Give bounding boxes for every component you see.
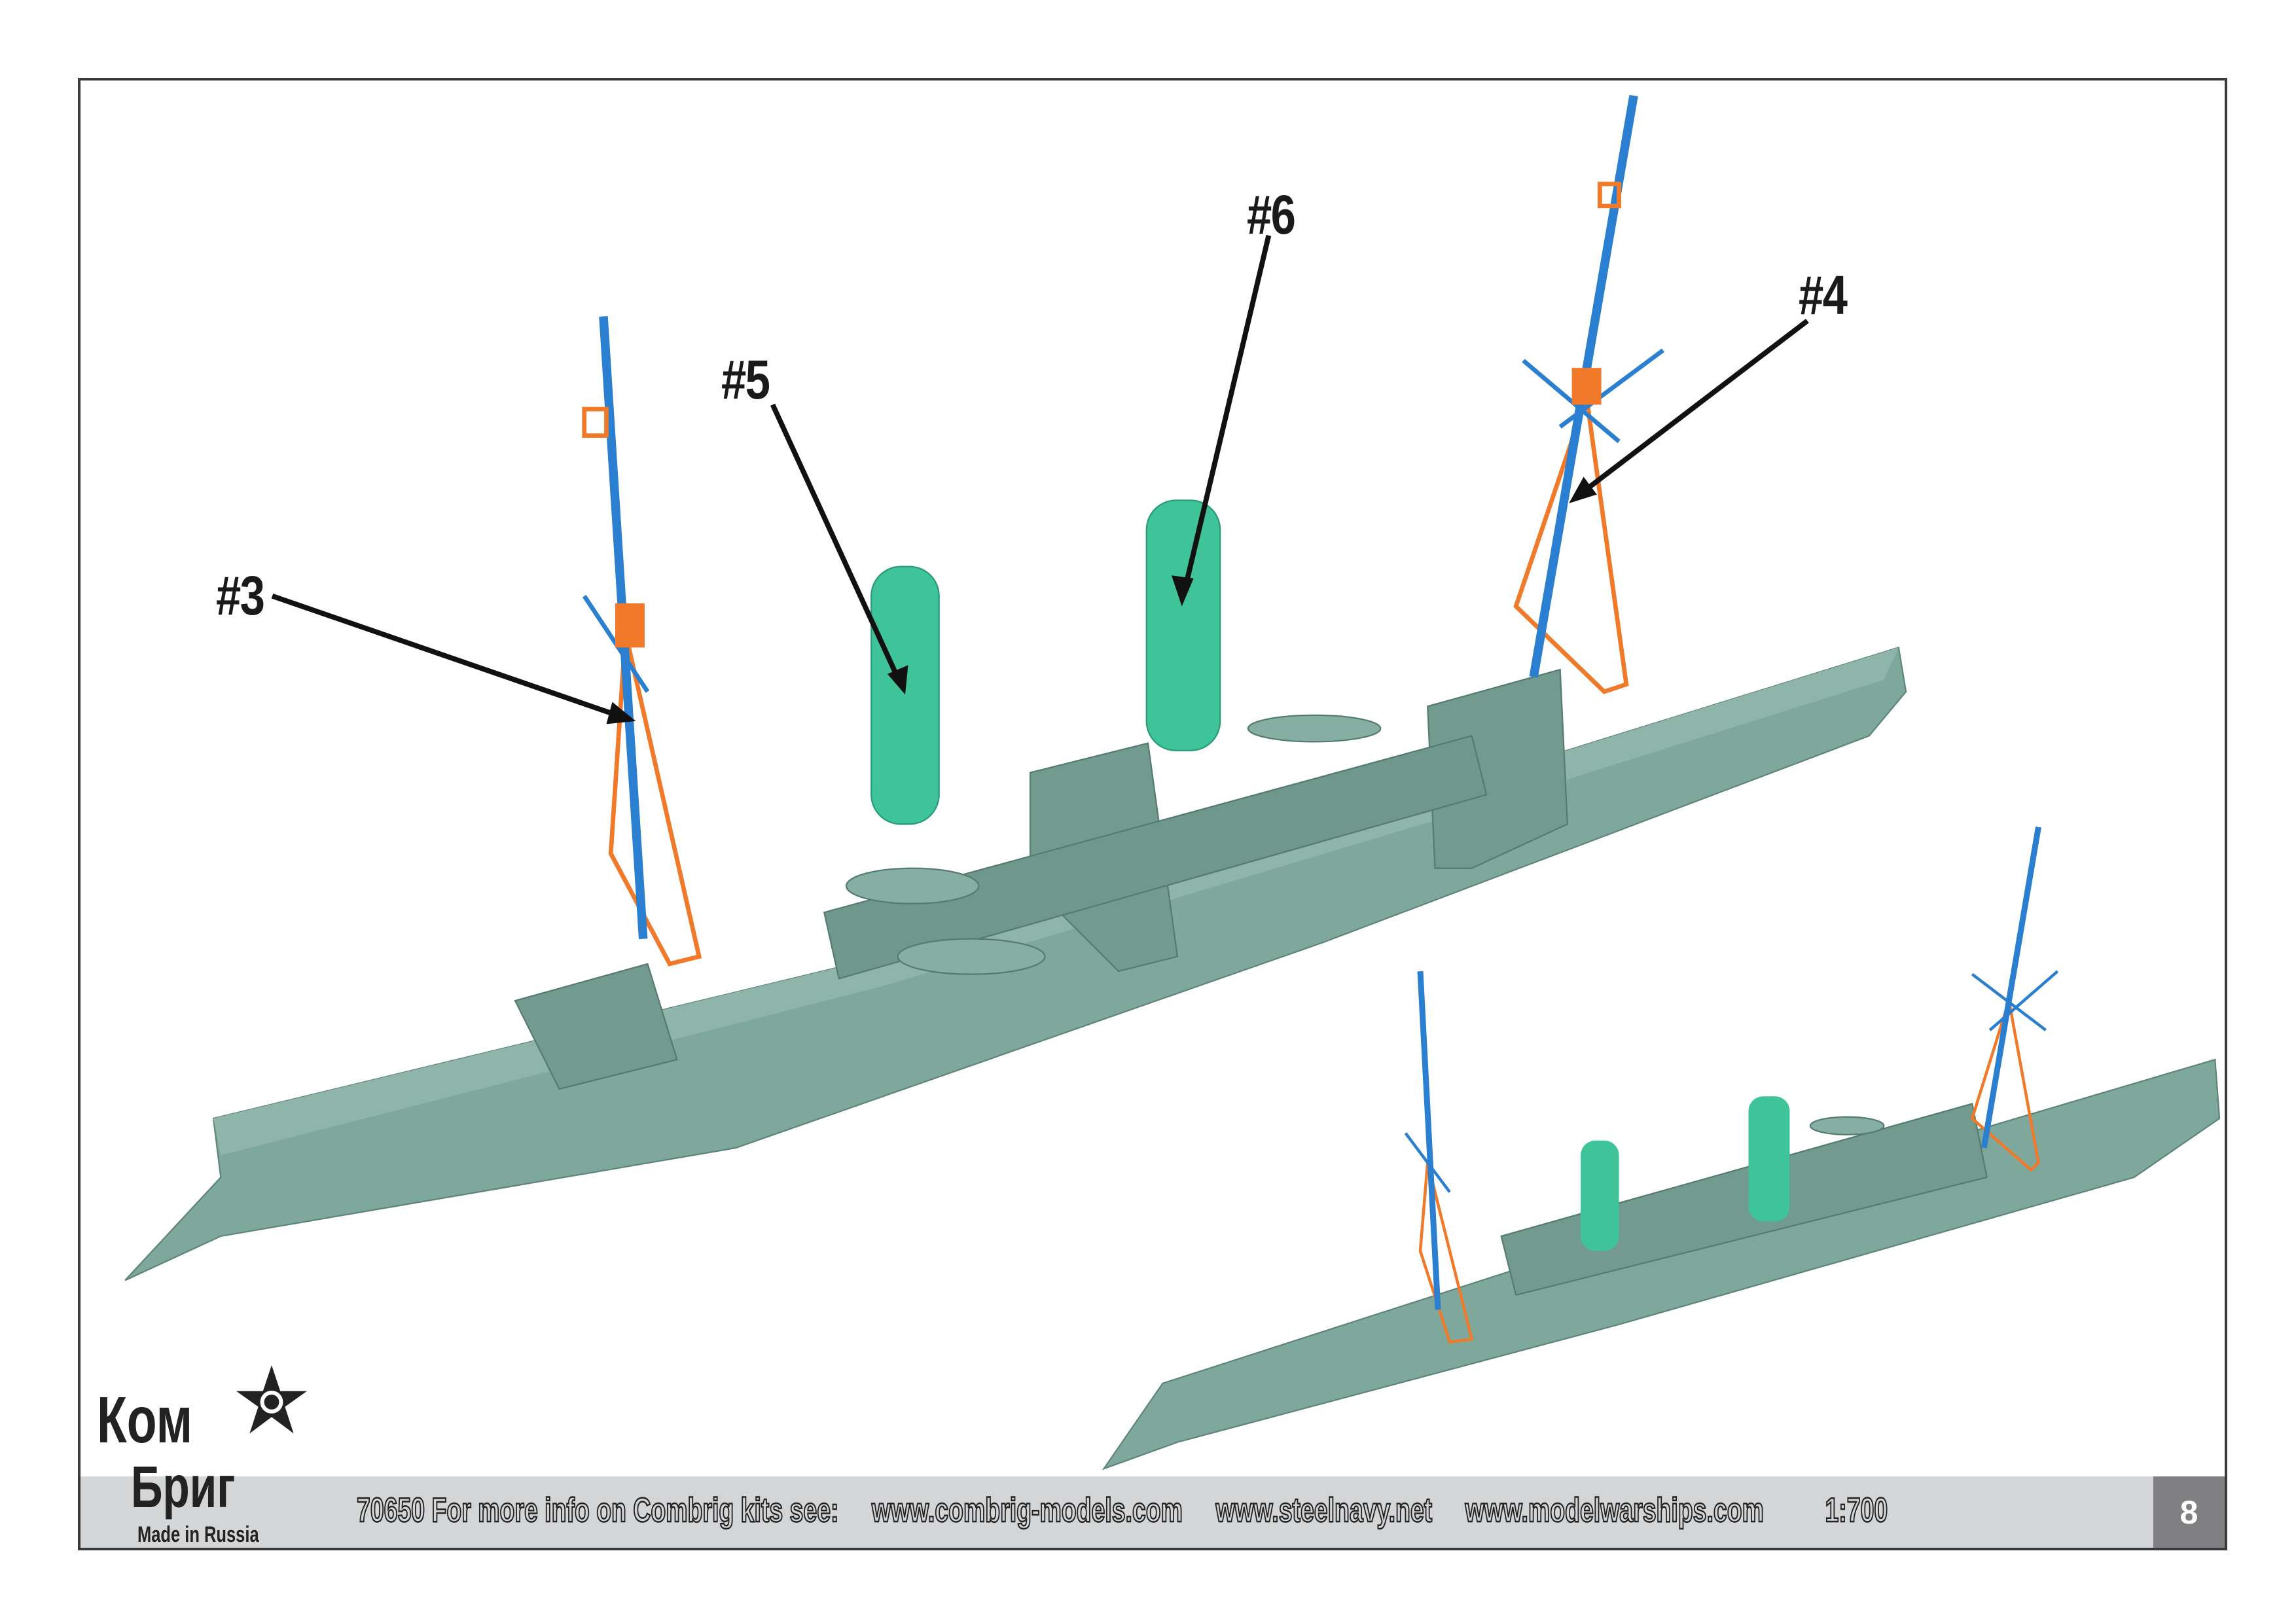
logo-brig: Бриг bbox=[131, 1455, 236, 1520]
ladder-3 bbox=[608, 632, 702, 967]
small-funnel-2 bbox=[1748, 1096, 1790, 1222]
yard-4b bbox=[1558, 348, 1665, 429]
arrowhead-4 bbox=[1569, 476, 1597, 504]
callout-part-5: #5 bbox=[721, 349, 770, 410]
callout-arrows bbox=[271, 234, 1809, 724]
logo-tagline: Made in Russia bbox=[137, 1522, 259, 1547]
page-frame bbox=[78, 78, 2227, 1550]
arrowhead-5 bbox=[887, 665, 908, 695]
small-boat bbox=[1809, 1116, 1885, 1135]
main-ship-view bbox=[124, 95, 1907, 1281]
arrowhead-6 bbox=[1171, 575, 1194, 607]
top-4 bbox=[1571, 368, 1602, 405]
small-yard-2b bbox=[1988, 970, 2059, 1031]
small-ladder-1 bbox=[1418, 1162, 1474, 1344]
funnel-5 bbox=[870, 565, 940, 825]
small-yard-1 bbox=[1404, 1132, 1451, 1193]
small-mast-1 bbox=[1417, 971, 1441, 1310]
kit-info-text: 70650 For more info on Combrig kits see: bbox=[356, 1491, 839, 1530]
callout-part-4: #4 bbox=[1799, 264, 1848, 326]
logo-kom: Ком bbox=[97, 1383, 193, 1457]
ladder-4 bbox=[1513, 397, 1629, 694]
small-hull bbox=[1102, 1058, 2221, 1471]
link-modelwarships[interactable]: www.modelwarships.com bbox=[1465, 1491, 1765, 1530]
small-mast-2 bbox=[1981, 827, 2041, 1149]
footer-text-row: 70650 For more info on Combrig kits see:… bbox=[356, 1491, 2138, 1530]
footer-band bbox=[81, 1476, 2153, 1548]
funnel-6 bbox=[1145, 499, 1221, 751]
small-ladder-2 bbox=[1970, 1000, 2040, 1172]
link-steelnavy[interactable]: www.steelnavy.net bbox=[1215, 1491, 1433, 1530]
top-3 bbox=[615, 603, 645, 648]
link-combrig[interactable]: www.combrig-models.com bbox=[871, 1491, 1183, 1530]
small-yard-2a bbox=[1971, 972, 2047, 1031]
assembled-ship-view bbox=[1102, 827, 2221, 1471]
arrowhead-3 bbox=[606, 702, 636, 724]
star-icon bbox=[236, 1365, 307, 1434]
lamp-4 bbox=[1597, 181, 1621, 209]
callout-part-3: #3 bbox=[216, 565, 265, 626]
page-number: 8 bbox=[2153, 1476, 2225, 1548]
yard-4a bbox=[1522, 359, 1621, 444]
combrig-logo: Ком Бриг Made in Russia bbox=[92, 1361, 340, 1551]
arrow-4 bbox=[1576, 319, 1809, 498]
aft-structure bbox=[514, 963, 678, 1090]
small-superstructure bbox=[1500, 1103, 1988, 1296]
boat bbox=[897, 938, 1046, 975]
arrow-3 bbox=[271, 594, 631, 722]
arrow-5 bbox=[770, 403, 903, 686]
arrow-6 bbox=[1181, 234, 1272, 597]
small-funnel-1 bbox=[1581, 1140, 1619, 1251]
scale-text: 1:700 bbox=[1825, 1491, 1889, 1530]
boat-deck bbox=[823, 734, 1488, 980]
boat bbox=[845, 867, 980, 904]
lamp-3 bbox=[582, 406, 609, 438]
callout-part-6: #6 bbox=[1247, 184, 1296, 245]
boat bbox=[1247, 714, 1382, 743]
